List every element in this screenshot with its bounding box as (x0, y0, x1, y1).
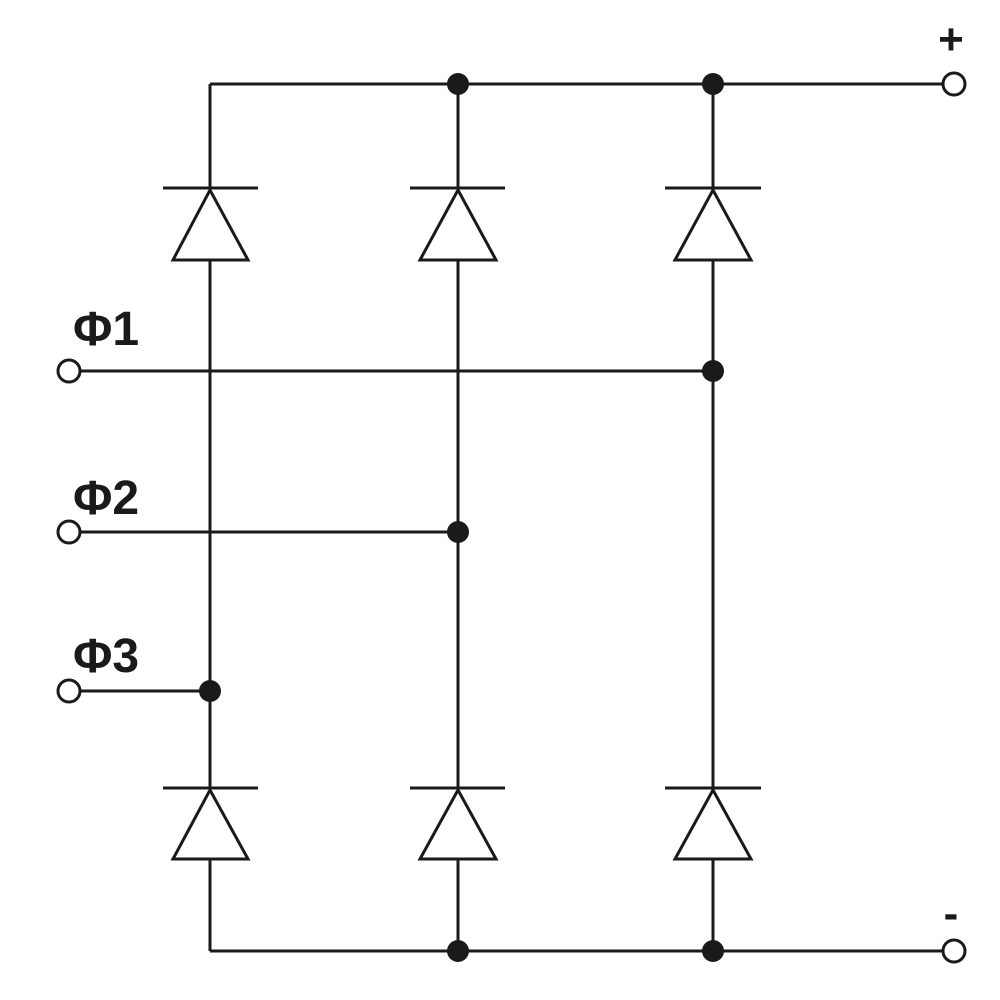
terminal-phase3 (56, 678, 82, 704)
junction-top-right (702, 73, 724, 95)
junction-bottom-right (702, 940, 724, 962)
diode-upper-right (665, 186, 761, 262)
junction-phase1 (702, 360, 724, 382)
diode-upper-middle (410, 186, 505, 262)
phase3-label: Φ3 (73, 630, 139, 683)
negative-label: - (944, 889, 959, 938)
terminal-negative (941, 938, 967, 964)
terminal-phase1 (56, 358, 82, 384)
terminal-positive (941, 71, 967, 97)
diode-upper-left (163, 186, 258, 262)
positive-label: + (938, 15, 964, 64)
phase1-label: Φ1 (73, 303, 139, 356)
terminal-phase2 (56, 519, 82, 545)
junction-top-middle (447, 73, 469, 95)
diode-lower-left (163, 786, 258, 861)
diode-lower-middle (410, 786, 505, 861)
junction-phase3 (199, 680, 221, 702)
phase2-label: Φ2 (73, 472, 139, 525)
junction-phase2 (447, 521, 469, 543)
diode-lower-right (665, 786, 761, 861)
junction-bottom-middle (447, 940, 469, 962)
